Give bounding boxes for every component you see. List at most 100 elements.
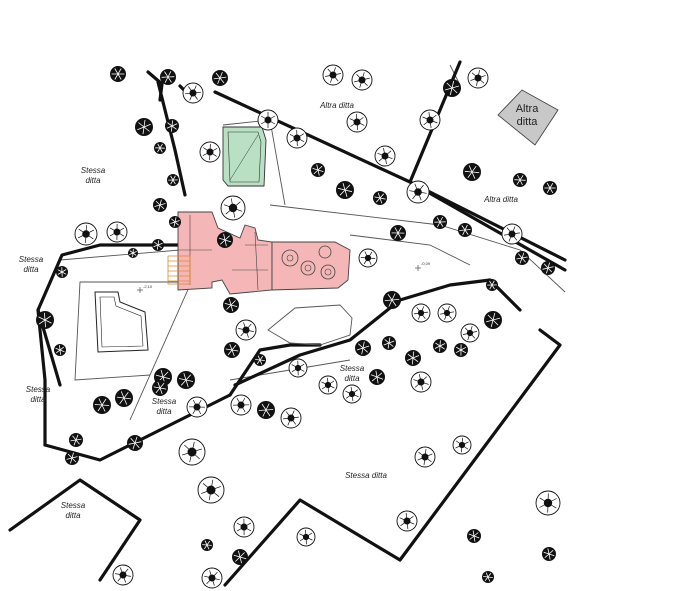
tree-branch: [439, 343, 446, 347]
tree-branch: [468, 533, 475, 537]
tree-branch: [219, 71, 223, 79]
label-stessa-ditta-a-1: Stessa: [81, 166, 106, 175]
altra-ditta-box-label-2: ditta: [517, 116, 539, 128]
tree-branch: [159, 382, 165, 389]
tree-branch: [117, 73, 122, 80]
tree-branch: [44, 315, 52, 321]
tree-branch: [361, 347, 364, 355]
tree-branch: [138, 122, 145, 128]
tree-branch: [117, 68, 122, 75]
tree-branch: [483, 576, 489, 578]
tree-trunk: [466, 329, 474, 337]
tree-branch: [383, 342, 390, 346]
tree-branch: [162, 376, 171, 380]
tree-trunk: [353, 118, 361, 126]
tree-branch: [70, 457, 73, 464]
tree-trunk: [443, 309, 451, 317]
tree-branch: [213, 77, 221, 80]
tree-branch: [159, 387, 163, 395]
tree-branch: [317, 169, 320, 176]
tree-trunk: [414, 188, 422, 196]
tree-branch: [547, 262, 550, 269]
tree-branch: [371, 376, 378, 382]
tree-branch: [543, 263, 549, 269]
tree-branch: [98, 398, 103, 406]
tree-branch: [66, 457, 73, 460]
tree-trunk: [193, 403, 201, 411]
tree-branch: [259, 355, 264, 361]
tree-branch: [521, 257, 526, 263]
tree-branch: [223, 233, 226, 241]
tree-branch: [375, 197, 381, 203]
tree-branch: [434, 345, 441, 349]
tree-branch: [362, 347, 368, 353]
tree-trunk: [119, 571, 127, 579]
tree-trunk: [113, 228, 121, 236]
label-stessa-ditta-e-2: ditta: [156, 407, 172, 416]
tree-branch: [75, 434, 79, 441]
tree-branch: [516, 257, 523, 260]
tree-branch: [171, 218, 176, 223]
tree-branch: [460, 346, 467, 351]
tree-branch: [137, 126, 145, 131]
altra-ditta-box-label-1: Altra: [516, 103, 540, 115]
label-stessa-ditta-c-1: Stessa: [26, 385, 51, 394]
tree-trunk: [302, 533, 310, 541]
tree-branch: [123, 397, 128, 405]
tree-branch: [230, 300, 236, 306]
tree-branch: [412, 357, 419, 363]
tree-branch: [487, 576, 491, 582]
tree-branch: [521, 256, 528, 259]
tree-branch: [370, 374, 378, 378]
tree-branch: [228, 298, 232, 306]
tree-branch: [114, 73, 119, 80]
tree-branch: [154, 204, 161, 207]
tree-branch: [491, 284, 495, 290]
tree-branch: [439, 216, 443, 223]
staircase: [167, 255, 191, 285]
tree-branch: [239, 556, 242, 564]
tree-branch: [114, 68, 119, 75]
tree-branch: [388, 342, 394, 347]
tree-branch: [55, 347, 61, 351]
tree-trunk: [208, 574, 216, 582]
tree-branch: [256, 359, 261, 365]
tree-trunk: [417, 309, 425, 317]
tree-branch: [171, 125, 177, 130]
tree-branch: [464, 170, 473, 173]
tree-branch: [473, 535, 476, 542]
tree-branch: [394, 227, 399, 234]
tree-branch: [547, 548, 550, 555]
tree-branch: [75, 439, 80, 445]
tree-branch: [376, 372, 383, 378]
tree-branch: [171, 120, 173, 127]
tree-branch: [132, 442, 136, 450]
tree-branch: [61, 269, 67, 273]
tree-branch: [473, 535, 480, 539]
tree-branch: [259, 359, 263, 365]
tree-branch: [356, 347, 364, 351]
tree-branch: [233, 554, 241, 558]
tree-branch: [71, 456, 78, 459]
tree-branch: [235, 556, 241, 562]
tree-trunk: [187, 447, 197, 457]
garden-outline: [94, 291, 149, 353]
tree-trunk: [264, 116, 272, 124]
tree-branch: [549, 187, 554, 194]
tree-branch: [468, 165, 473, 173]
tree-branch: [157, 143, 161, 149]
tree-branch: [379, 197, 386, 200]
tree-branch: [471, 171, 476, 179]
tree-branch: [435, 342, 441, 347]
tree-branch: [492, 319, 499, 326]
tree-branch: [143, 123, 151, 128]
tree-branch: [157, 240, 160, 246]
tree-branch: [388, 299, 393, 307]
tree-branch: [229, 343, 233, 351]
tree-branch: [159, 147, 163, 153]
tree-branch: [377, 192, 381, 199]
label-stessa-ditta-a-2: ditta: [85, 176, 101, 185]
tree-branch: [376, 376, 384, 380]
tree-branch: [339, 189, 346, 196]
tree-branch: [227, 349, 233, 356]
